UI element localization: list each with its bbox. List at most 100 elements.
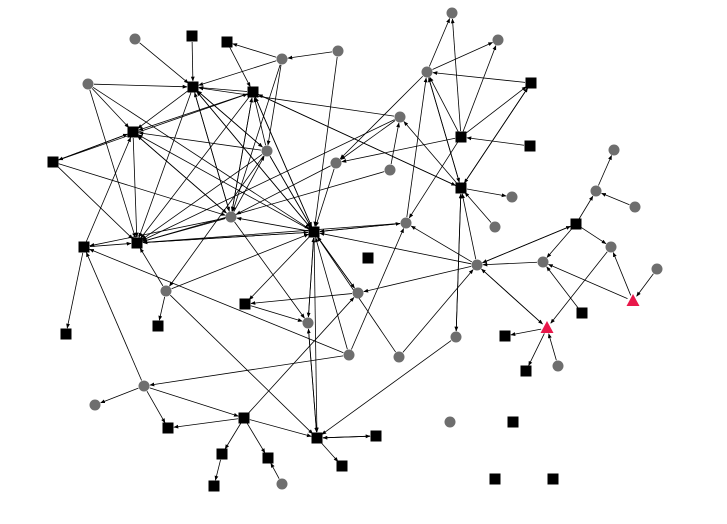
- edge-arrow: [171, 233, 309, 290]
- circle-node: [160, 285, 172, 297]
- edge-arrow: [314, 237, 348, 350]
- square-node: [47, 156, 59, 168]
- edge-arrow: [231, 97, 254, 212]
- edge-arrow: [233, 155, 265, 212]
- square-node: [547, 473, 559, 485]
- edge-arrow: [235, 165, 331, 215]
- edge-arrow: [339, 75, 424, 160]
- circle-node: [400, 217, 412, 229]
- edge-arrow: [58, 163, 226, 216]
- edge-arrow: [319, 223, 401, 233]
- edge-arrow: [137, 135, 227, 214]
- edge-arrow: [253, 97, 267, 146]
- edge-arrow: [546, 266, 579, 309]
- circle-node: [343, 349, 355, 361]
- edge-arrow: [142, 171, 385, 242]
- circle-node: [590, 185, 602, 197]
- edge-arrow: [250, 293, 353, 305]
- edge-arrow: [142, 223, 401, 245]
- edge-arrow: [85, 137, 132, 242]
- edge-arrow: [146, 391, 166, 424]
- square-node: [489, 473, 501, 485]
- edge-arrow: [197, 90, 263, 148]
- edge-arrow: [340, 120, 396, 160]
- edge-arrow: [510, 328, 542, 336]
- edge-arrow: [313, 237, 319, 433]
- edge-arrow: [249, 419, 312, 438]
- circle-node: [332, 45, 344, 57]
- edge-arrow: [93, 83, 188, 89]
- edge-arrow: [194, 92, 230, 212]
- edge-arrow: [269, 155, 312, 228]
- edge-arrow: [232, 43, 277, 58]
- edge-arrow: [89, 217, 226, 247]
- edge-arrow: [137, 134, 309, 230]
- edge-arrow: [550, 251, 608, 324]
- square-node: [131, 237, 143, 249]
- circle-node: [605, 241, 617, 253]
- edge-arrow: [58, 133, 128, 161]
- node-layer: [47, 7, 663, 492]
- edge-arrow: [308, 328, 319, 433]
- edge-arrow: [234, 221, 305, 319]
- edge-arrow: [546, 228, 573, 258]
- square-node: [216, 448, 228, 460]
- edge-arrow: [149, 387, 239, 417]
- square-node: [455, 182, 467, 194]
- circle-node: [384, 164, 396, 176]
- edge-arrow: [462, 45, 497, 132]
- edge-arrow: [149, 355, 344, 387]
- edge-arrow: [270, 462, 280, 479]
- square-node: [238, 412, 250, 424]
- square-node: [362, 252, 374, 264]
- edge-arrow: [141, 119, 395, 241]
- square-node: [308, 226, 320, 238]
- square-node: [311, 432, 323, 444]
- edge-arrow: [317, 236, 355, 289]
- edge-arrow: [432, 71, 526, 83]
- edge-arrow: [287, 51, 333, 60]
- edge-arrow: [255, 97, 312, 227]
- edge-arrow: [58, 93, 248, 161]
- edge-arrow: [408, 141, 459, 219]
- square-node: [239, 298, 251, 310]
- square-node: [499, 330, 511, 342]
- square-node: [370, 430, 382, 442]
- edge-arrow: [321, 340, 452, 435]
- square-node: [78, 241, 90, 253]
- edge-arrow: [390, 122, 400, 165]
- edge-arrow: [402, 269, 474, 353]
- square-node: [221, 36, 233, 48]
- edge-arrow: [138, 92, 192, 238]
- circle-node: [394, 111, 406, 123]
- circle-node: [450, 331, 462, 343]
- edge-arrow: [224, 422, 242, 450]
- edge-arrow: [89, 241, 132, 247]
- edge-arrow: [137, 90, 189, 129]
- edge-arrow: [580, 226, 607, 245]
- edge-arrow: [465, 86, 527, 134]
- circle-node: [330, 157, 342, 169]
- circle-node: [82, 78, 94, 90]
- edge-arrow: [319, 232, 472, 265]
- triangle-node: [626, 294, 640, 306]
- circle-node: [537, 256, 549, 268]
- circle-node: [352, 287, 364, 299]
- edge-arrow: [548, 264, 628, 299]
- square-node: [187, 81, 199, 93]
- edge-arrow: [142, 230, 309, 244]
- square-node: [576, 307, 588, 319]
- circle-node: [506, 191, 518, 203]
- edge-arrow: [466, 188, 507, 198]
- square-node: [247, 86, 259, 98]
- edge-arrow: [91, 88, 130, 128]
- edge-arrow: [482, 225, 571, 264]
- circle-node: [276, 53, 288, 65]
- edge-arrow: [548, 333, 557, 361]
- circle-node: [302, 317, 314, 329]
- edge-arrow: [363, 265, 472, 293]
- edge-arrow: [170, 294, 314, 435]
- edge-arrow: [313, 56, 338, 227]
- edge-arrow: [198, 85, 248, 92]
